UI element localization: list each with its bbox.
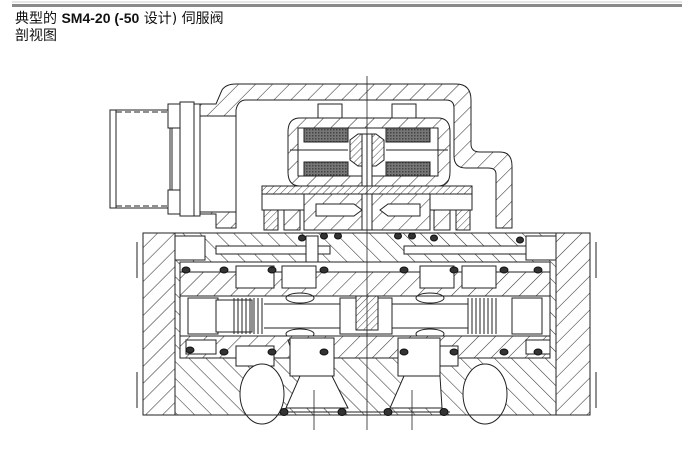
top-rule [12,4,682,7]
title-prefix: 典型的 [15,11,62,27]
torque-motor [287,103,451,195]
title-suffix: 伺服阀 [177,11,224,27]
coil-lower-left [303,161,349,177]
valve-body [136,232,597,425]
coil-upper-left [303,127,349,143]
o-rings [181,232,543,416]
port-left [239,363,285,425]
torque-motor-cover [199,83,513,229]
center-lines [313,76,413,430]
page-title: 典型的 SM4-20 (-50 设计) 伺服阀 剖视图 [15,10,224,45]
spool-land-left [233,298,263,334]
end-cap-right [555,232,591,416]
port-right [462,363,508,425]
end-cap-left [142,232,176,416]
coil-upper-right [385,127,431,143]
spool-land-right [467,298,497,334]
top-rule-light [12,1,682,3]
title-model: SM4-20 (-50 [61,10,140,26]
title-design: 设计) [139,11,178,27]
coil-lower-right [385,161,431,177]
title-subtitle: 剖视图 [15,28,57,44]
